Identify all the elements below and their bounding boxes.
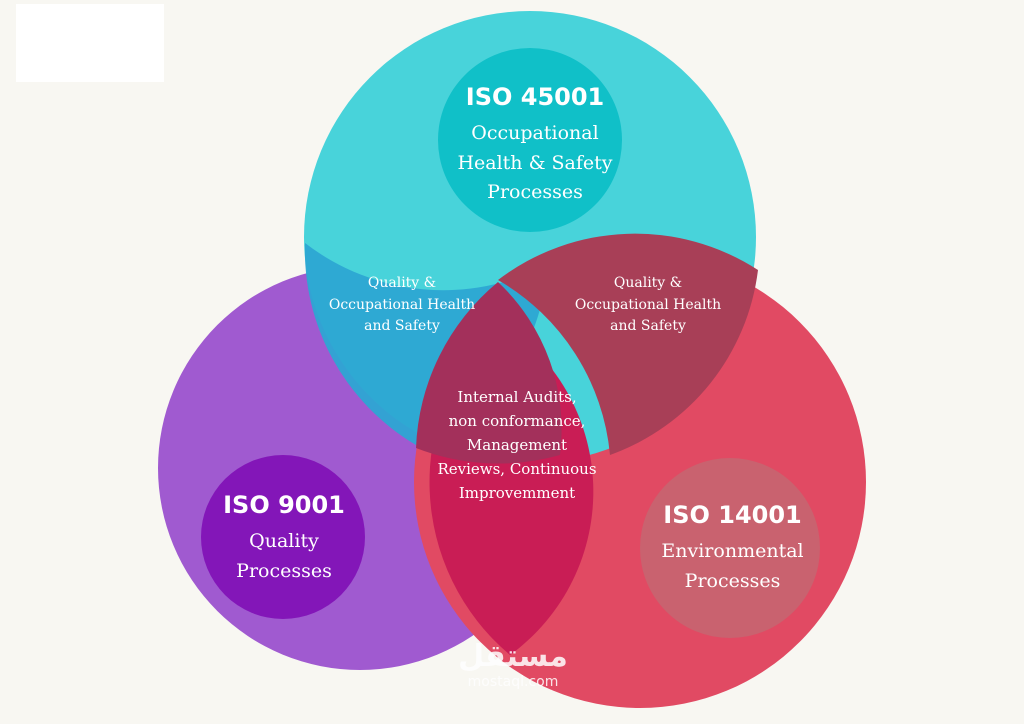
label-ohs-line2: Health & Safety <box>457 151 613 174</box>
label-ohs-title: ISO 45001 <box>465 83 605 111</box>
label-ohs-line1: Occupational <box>471 122 599 145</box>
label-overlap-right-line2: Occupational Health <box>574 296 722 313</box>
label-center: Internal Audits, non conformance, Manage… <box>412 385 622 505</box>
label-overlap-left-line1: Quality & <box>367 275 437 291</box>
overlap-ohs-environmental <box>498 233 758 455</box>
inner-circle-ohs <box>438 48 622 232</box>
label-environmental: ISO 14001 Environmental Processes <box>635 500 830 596</box>
blank-corner-box <box>16 4 164 82</box>
label-ohs: ISO 45001 Occupational Health & Safety P… <box>430 82 640 208</box>
label-center-line4: Reviews, Continuous <box>437 460 597 478</box>
watermark-latin: mostaql.com <box>467 674 559 690</box>
label-quality-title: ISO 9001 <box>223 491 345 519</box>
label-overlap-right-line3: and Safety <box>610 318 686 335</box>
label-center-line1: Internal Audits, <box>457 388 577 406</box>
label-quality-line2: Processes <box>236 559 332 582</box>
label-center-line5: Improvemment <box>458 484 576 502</box>
label-quality: ISO 9001 Quality Processes <box>199 490 369 586</box>
label-environmental-line1: Environmental <box>661 540 804 563</box>
label-environmental-line2: Processes <box>684 569 781 592</box>
label-overlap-left-line2: Occupational Health <box>328 296 476 313</box>
label-overlap-left: Quality & Occupational Health and Safety <box>312 273 492 338</box>
label-center-line3: Management <box>466 436 568 454</box>
label-quality-line1: Quality <box>249 530 319 553</box>
label-overlap-right: Quality & Occupational Health and Safety <box>558 273 738 338</box>
inner-circle-environmental <box>640 458 820 638</box>
watermark-arabic: مستقل <box>458 639 568 674</box>
label-ohs-line3: Processes <box>487 181 583 204</box>
label-environmental-title: ISO 14001 <box>663 501 802 529</box>
label-center-line2: non conformance, <box>448 412 586 430</box>
watermark: مستقل mostaql.com <box>448 639 578 691</box>
label-overlap-left-line3: and Safety <box>364 318 440 335</box>
label-overlap-right-line1: Quality & <box>613 275 683 291</box>
inner-circle-quality <box>201 455 365 619</box>
overlap-center <box>416 282 562 464</box>
